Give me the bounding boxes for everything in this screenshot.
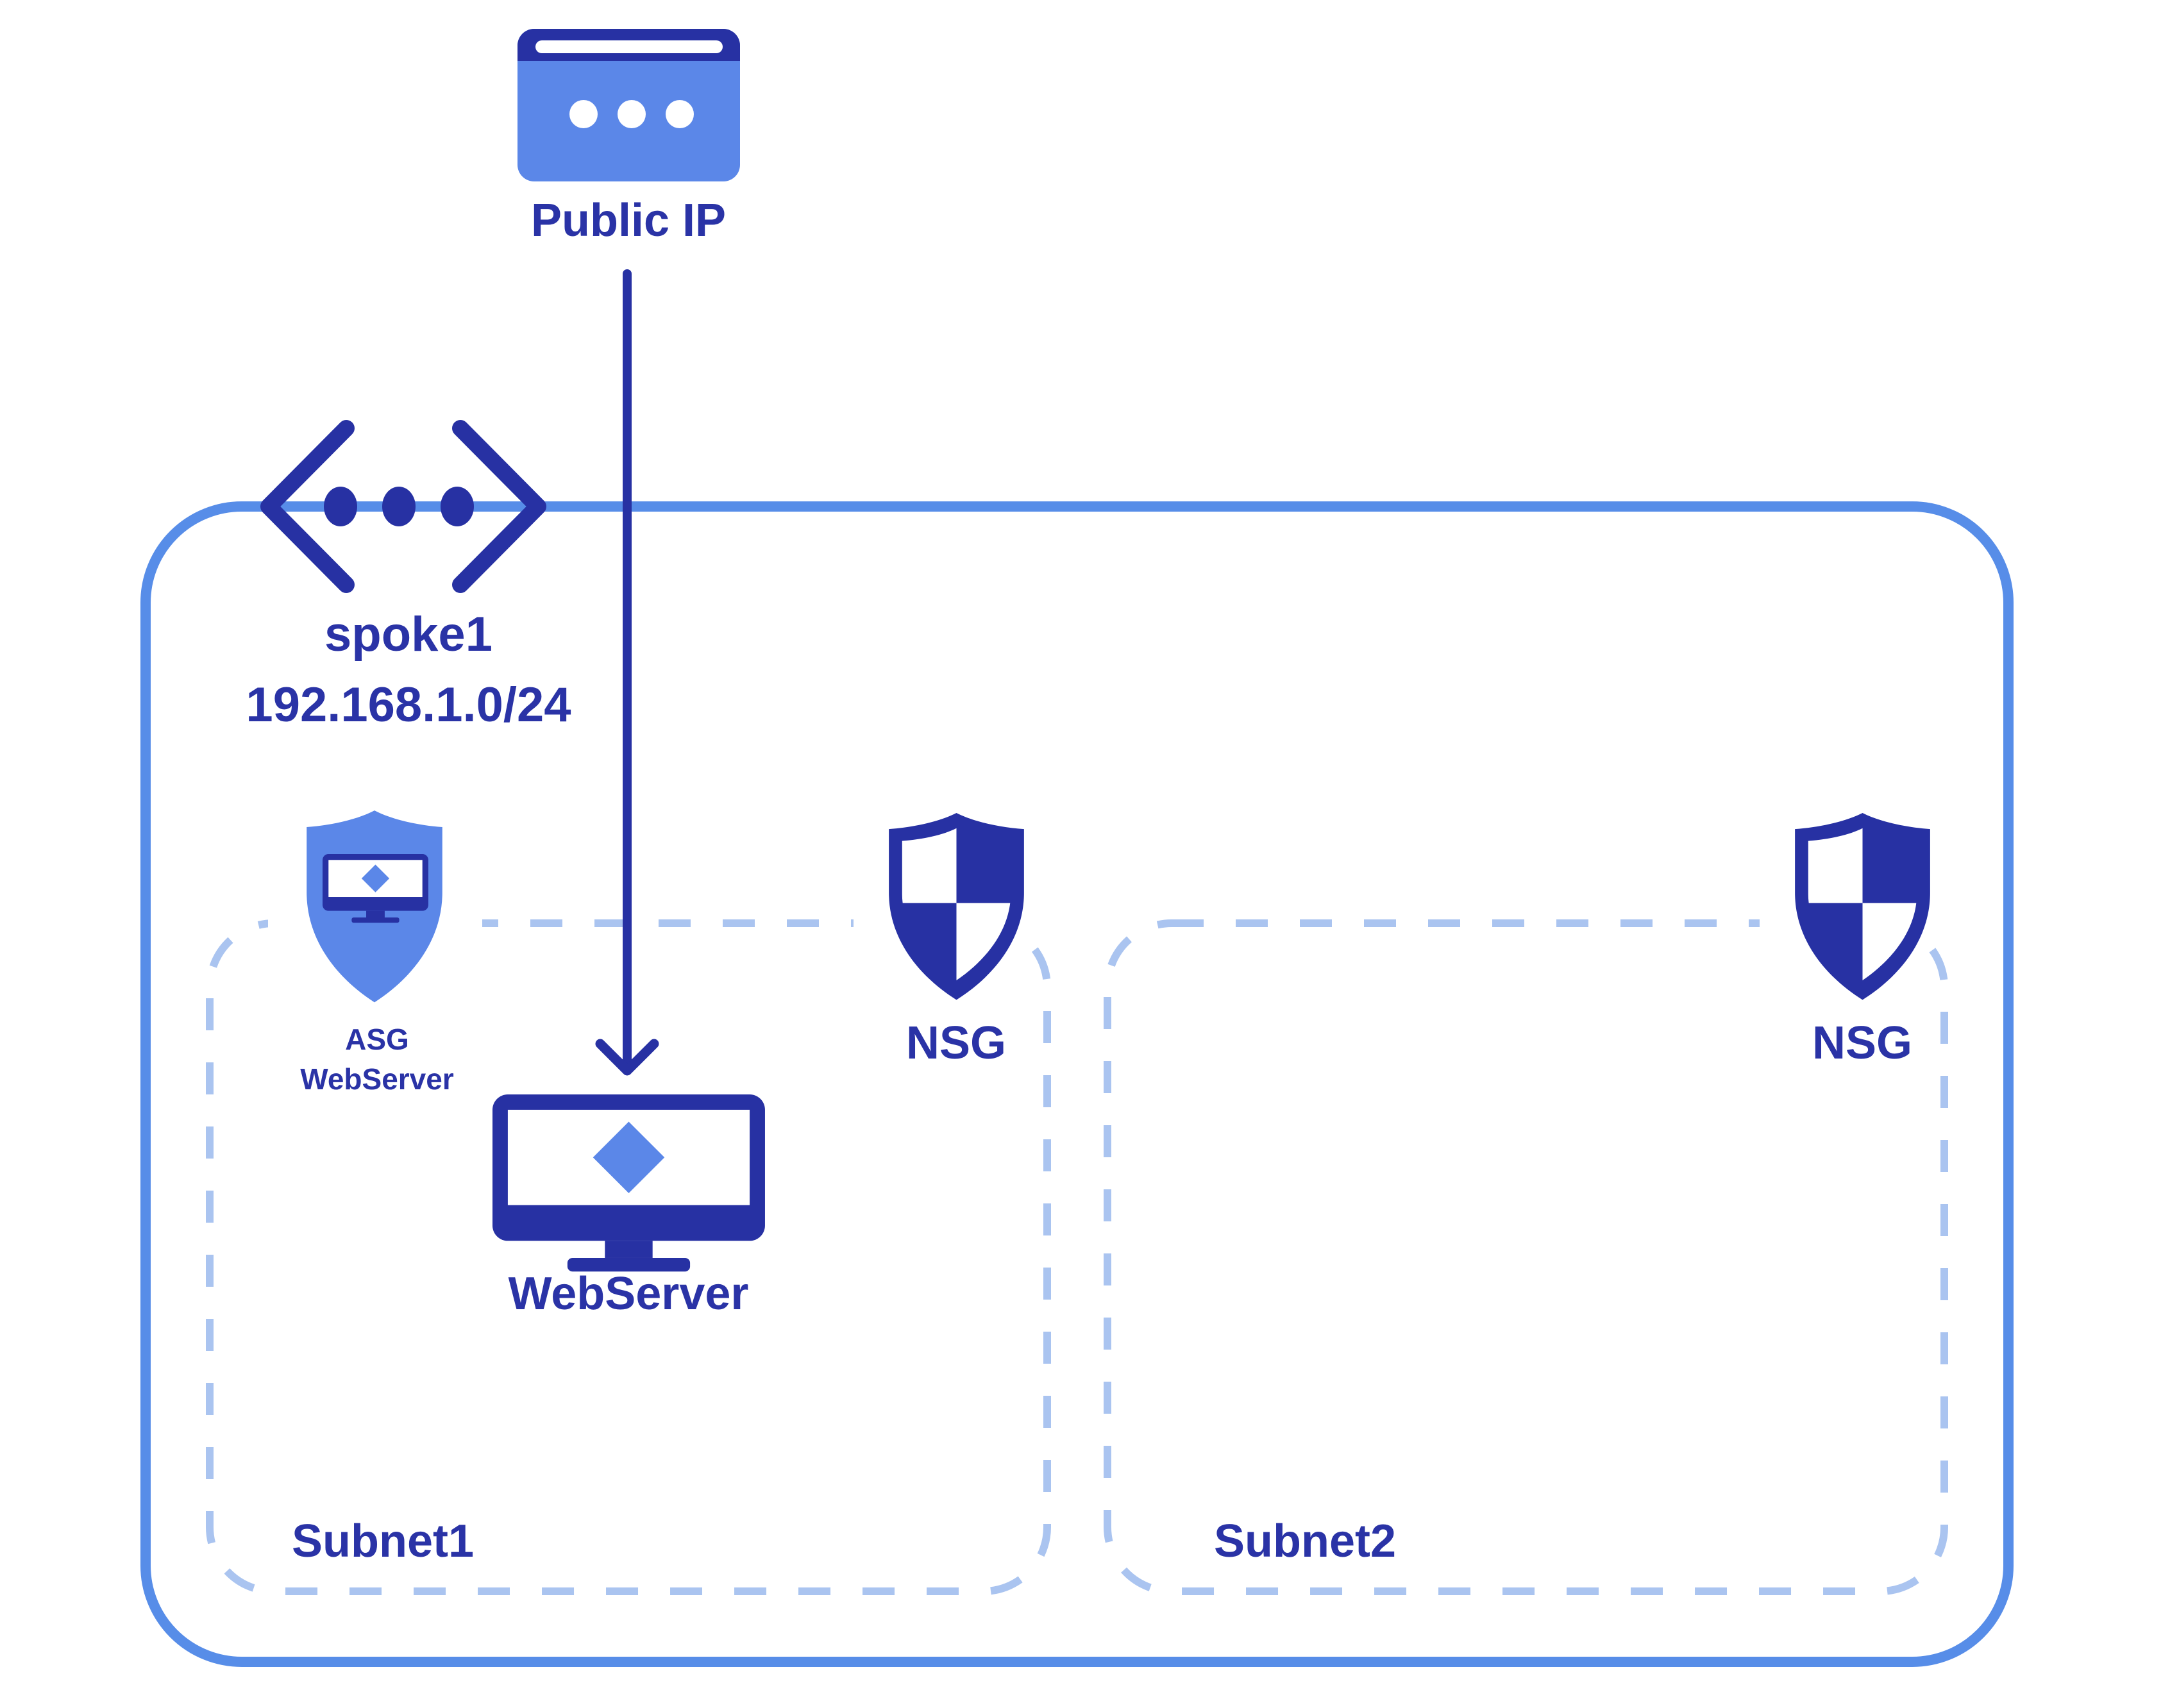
subnet1-label: Subnet1 xyxy=(291,1516,475,1568)
subnet1-boundary xyxy=(206,919,1051,1595)
webserver-icon xyxy=(492,1094,765,1272)
asg-label: ASG WebServer xyxy=(300,1019,454,1099)
arrow-public-ip-to-webserver xyxy=(595,269,659,1076)
asg-label-line1: ASG xyxy=(345,1023,409,1056)
public-ip-icon xyxy=(517,29,740,181)
nsg-subnet2-label: NSG xyxy=(1812,1017,1913,1069)
vnet-cidr-label: 192.168.1.0/24 xyxy=(246,678,571,733)
asg-label-line2: WebServer xyxy=(300,1062,454,1096)
nsg-icon-subnet2 xyxy=(1795,813,1930,1000)
vnet-icon xyxy=(260,420,546,593)
asg-webserver-icon xyxy=(307,810,442,1003)
nsg-icon-subnet1 xyxy=(889,813,1024,1000)
public-ip-label: Public IP xyxy=(530,195,727,247)
vnet-name-label: spoke1 xyxy=(324,607,492,662)
nsg-subnet1-label: NSG xyxy=(905,1017,1007,1069)
webserver-label: WebServer xyxy=(508,1268,749,1320)
subnet2-label: Subnet2 xyxy=(1213,1516,1397,1568)
vnet-boundary xyxy=(140,501,2014,1667)
subnet2-boundary xyxy=(1104,919,1948,1595)
